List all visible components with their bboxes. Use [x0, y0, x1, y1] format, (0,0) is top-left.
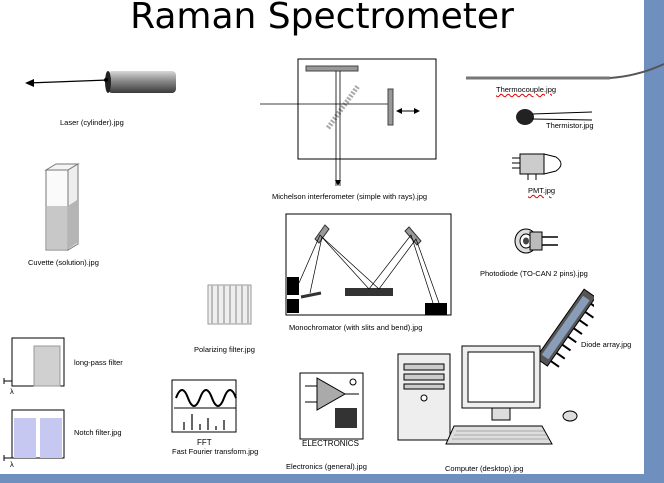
photodiode-label: Photodiode (TO-CAN 2 pins).jpg [480, 269, 588, 278]
photodiode-image [514, 228, 558, 254]
computer-image [397, 345, 578, 445]
michelson-label: Michelson interferometer (simple with ra… [272, 192, 428, 201]
thermocouple-label: Thermocouple.jpg [496, 85, 557, 94]
cuvette-image [44, 163, 80, 251]
cuvette-label: Cuvette (solution).jpg [28, 258, 99, 267]
longpass-lambda: λ [10, 387, 14, 396]
notch-lambda: λ [10, 460, 14, 469]
fft-label: Fast Fourier transform.jpg [172, 447, 259, 456]
fft-image [171, 379, 237, 433]
laser-label: Laser (cylinder).jpg [60, 118, 124, 127]
notch-filter-image [3, 409, 65, 461]
electronics-image [299, 372, 364, 440]
thermocouple-image [466, 63, 664, 80]
diode-array-label: Diode array.jpg [581, 340, 632, 349]
pmt-image [512, 153, 562, 180]
electronics-image-text: ELECTRONICS [302, 439, 359, 448]
monochromator-label: Monochromator (with slits and bend).jpg [289, 323, 423, 332]
pmt-label: PMT.jpg [528, 186, 556, 195]
monochromator-image [285, 213, 452, 316]
diode-array-image [538, 288, 594, 368]
longpass-filter-image [3, 337, 65, 387]
fft-image-text: FFT [197, 438, 212, 447]
notch-label: Notch filter.jpg [74, 428, 122, 437]
polarizing-label: Polarizing filter.jpg [194, 345, 255, 354]
computer-label: Computer (desktop).jpg [445, 464, 524, 473]
electronics-label: Electronics (general).jpg [286, 462, 367, 471]
michelson-interferometer-image [260, 58, 437, 186]
thermistor-label: Thermistor.jpg [546, 121, 594, 130]
thermistor-image [516, 109, 593, 125]
polarizing-filter-image [207, 284, 252, 325]
longpass-label: long-pass filter [74, 358, 123, 367]
laser-image [25, 71, 176, 93]
slide-title: Raman Spectrometer [130, 0, 514, 37]
